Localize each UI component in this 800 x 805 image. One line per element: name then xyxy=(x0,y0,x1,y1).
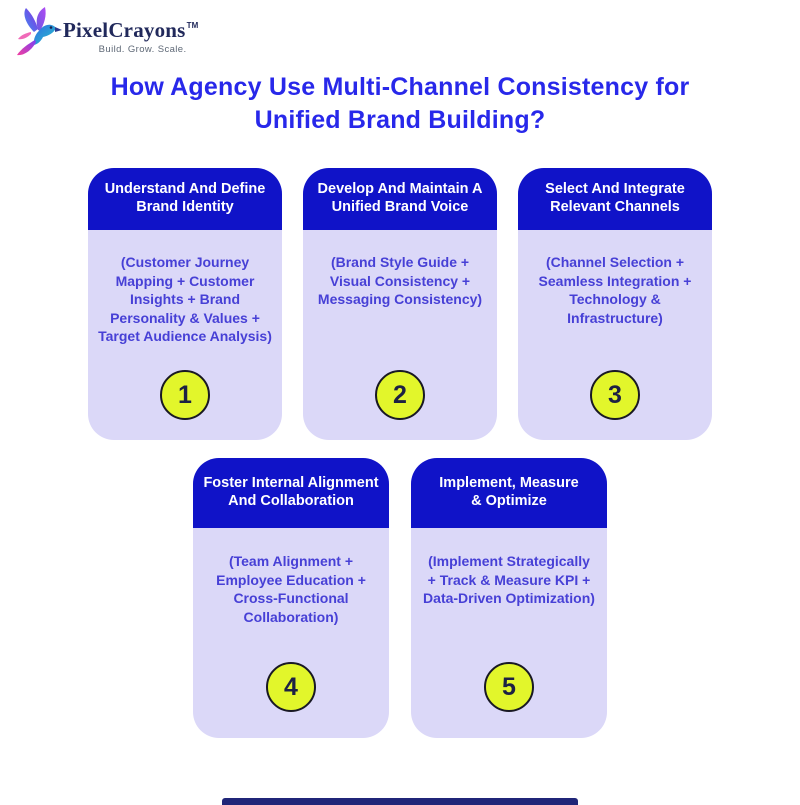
step-4-title: Foster Internal Alignment And Collaborat… xyxy=(193,458,389,528)
step-3-description: (Channel Selection + Seamless Integratio… xyxy=(538,254,692,326)
step-card-3: Select And Integrate Relevant Channels (… xyxy=(518,168,712,440)
hummingbird-logo-icon xyxy=(12,6,62,58)
step-2-number-badge: 2 xyxy=(375,370,425,420)
step-5-description: (Implement Strategically + Track & Measu… xyxy=(423,553,595,607)
step-card-4: Foster Internal Alignment And Collaborat… xyxy=(193,458,389,738)
steps-row-2: Foster Internal Alignment And Collaborat… xyxy=(193,458,607,738)
step-5-number-badge: 5 xyxy=(484,662,534,712)
step-card-5: Implement, Measure & Optimize (Implement… xyxy=(411,458,607,738)
step-2-title: Develop And Maintain A Unified Brand Voi… xyxy=(303,168,497,230)
step-3-title: Select And Integrate Relevant Channels xyxy=(518,168,712,230)
step-3-number-badge: 3 xyxy=(590,370,640,420)
page-title-line1: How Agency Use Multi-Channel Consistency… xyxy=(110,73,690,101)
trademark-mark: TM xyxy=(186,21,199,30)
page-title: How Agency Use Multi-Channel Consistency… xyxy=(0,71,800,136)
footer-bar xyxy=(222,798,578,805)
step-4-description: (Team Alignment + Employee Education + C… xyxy=(216,553,366,625)
brand-tagline: Build. Grow. Scale. xyxy=(98,44,187,55)
brand-text: PixelCrayonsTM Build. Grow. Scale. xyxy=(63,18,199,56)
page-title-line2: Unified Brand Building? xyxy=(254,105,546,134)
step-1-description: (Customer Journey Mapping + Customer Ins… xyxy=(98,254,272,345)
step-4-number-badge: 4 xyxy=(266,662,316,712)
step-1-title: Understand And Define Brand Identity xyxy=(88,168,282,230)
step-card-1: Understand And Define Brand Identity (Cu… xyxy=(88,168,282,440)
brand-name: PixelCrayonsTM xyxy=(63,18,199,42)
steps-row-1: Understand And Define Brand Identity (Cu… xyxy=(88,168,712,440)
step-2-description: (Brand Style Guide + Visual Consistency … xyxy=(317,254,483,308)
step-1-number-badge: 1 xyxy=(160,370,210,420)
pixelcrayons-logo: PixelCrayonsTM Build. Grow. Scale. xyxy=(12,6,199,58)
step-5-title: Implement, Measure & Optimize xyxy=(411,458,607,528)
step-card-2: Develop And Maintain A Unified Brand Voi… xyxy=(303,168,497,440)
